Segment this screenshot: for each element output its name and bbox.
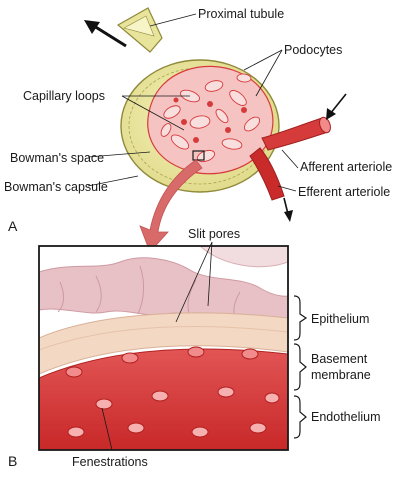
panel-label-b: B [8,453,17,469]
label-bowmans-capsule: Bowman's capsule [4,180,108,194]
detail-frame [38,245,289,451]
leader-lines-a [87,13,299,192]
layer-brackets [293,295,308,439]
filtration-barrier-detail [39,246,288,450]
label-fenestrations: Fenestrations [72,455,148,469]
endothelium [39,346,288,450]
label-slit-pores: Slit pores [188,227,240,241]
capillary-tuft [147,65,274,175]
label-efferent-arteriole: Efferent arteriole [298,185,390,199]
label-epithelium: Epithelium [311,312,369,326]
label-basement-line1: Basement [311,352,368,366]
leader-lines-b [101,241,213,451]
label-afferent-arteriole: Afferent arteriole [300,160,392,174]
basement-membrane [39,312,288,375]
zoom-arrow [139,159,203,253]
label-podocytes: Podocytes [284,43,342,57]
label-endothelium: Endothelium [311,410,381,424]
panel-label-a: A [8,218,18,234]
proximal-tubule [116,7,163,53]
label-proximal-tubule: Proximal tubule [198,7,284,21]
flow-arrows [84,20,347,222]
label-bowmans-space: Bowman's space [10,151,104,165]
label-basement-line2: membrane [311,368,371,382]
arterioles [249,116,331,201]
zoom-box-marker [192,150,205,161]
label-capillary-loops: Capillary loops [23,89,105,103]
